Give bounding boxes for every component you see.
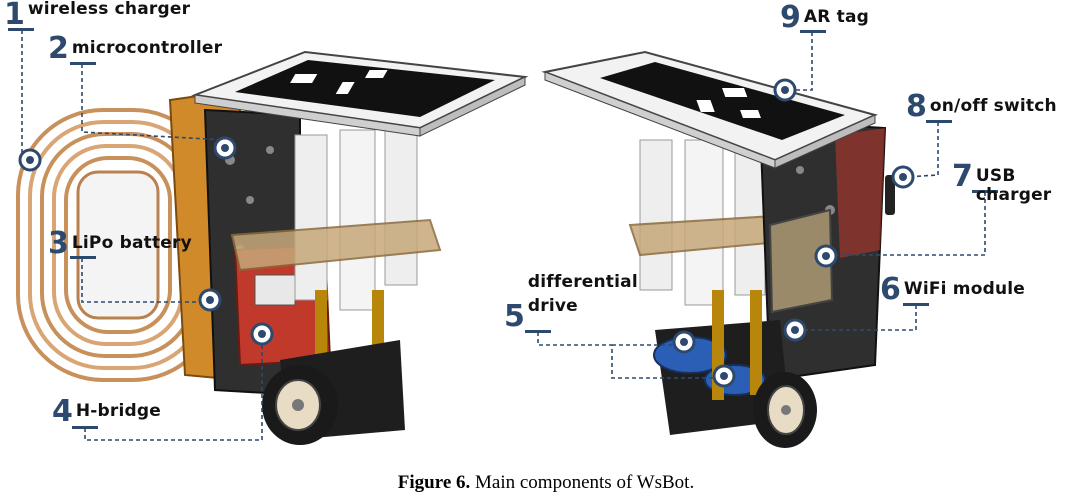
marker-6 — [783, 318, 807, 342]
caption-text: Main components of WsBot. — [475, 472, 695, 493]
callout-label: AR tag — [803, 7, 870, 27]
callout-8: 8 on/off switch — [906, 92, 1057, 122]
leader-4 — [84, 334, 263, 441]
callout-number: 6 — [880, 272, 901, 307]
caption-prefix: Figure 6. — [397, 472, 471, 493]
callout-number: 1 — [4, 0, 25, 32]
marker-1 — [18, 148, 42, 172]
target-markers — [18, 78, 915, 388]
callout-5: 5 differential drive — [504, 270, 638, 332]
leader-lines — [21, 30, 986, 441]
leader-9 — [785, 32, 813, 91]
leader-ticks — [8, 28, 998, 429]
leader-3 — [81, 258, 210, 303]
callout-number: 9 — [780, 0, 801, 35]
callout-label: LiPo battery — [71, 233, 192, 253]
callout-number: 7 — [952, 159, 973, 194]
marker-3 — [198, 288, 222, 312]
callout-9: 9 AR tag — [780, 3, 869, 33]
marker-2 — [213, 136, 237, 160]
marker-7 — [814, 244, 838, 268]
marker-9 — [773, 78, 797, 102]
marker-4 — [250, 322, 274, 346]
callout-label: wireless charger — [27, 0, 191, 19]
callout-6: 6 WiFi module — [880, 275, 1025, 305]
callout-number: 5 — [504, 299, 525, 334]
callout-number: 8 — [906, 89, 927, 124]
callout-number: 4 — [52, 394, 73, 429]
leader-5 — [537, 332, 722, 379]
callout-7: 7 USB charger — [952, 162, 1092, 205]
callout-number: 2 — [48, 31, 69, 66]
figure-caption: Figure 6. Main components of WsBot. — [0, 472, 1092, 494]
callout-number: 3 — [48, 226, 69, 261]
callout-3: 3 LiPo battery — [48, 229, 192, 259]
callout-label: WiFi module — [903, 279, 1026, 299]
callout-2: 2 microcontroller — [48, 34, 222, 64]
callout-label: H-bridge — [75, 401, 162, 421]
callout-label: on/off switch — [929, 96, 1057, 116]
callout-label: differential drive — [527, 272, 638, 316]
marker-5b — [712, 364, 736, 388]
leader-7 — [825, 192, 986, 256]
robot-right — [541, 50, 895, 448]
marker-5a — [672, 330, 696, 354]
callout-label: USB charger — [975, 166, 1052, 205]
callout-label: microcontroller — [71, 38, 223, 58]
leader-6 — [800, 305, 917, 331]
marker-8 — [891, 165, 915, 189]
callout-4: 4 H-bridge — [52, 397, 161, 427]
leader-8 — [904, 122, 939, 178]
robot-diagram — [8, 28, 998, 448]
robot-left — [168, 50, 529, 445]
callout-1: 1 wireless charger — [4, 0, 190, 30]
